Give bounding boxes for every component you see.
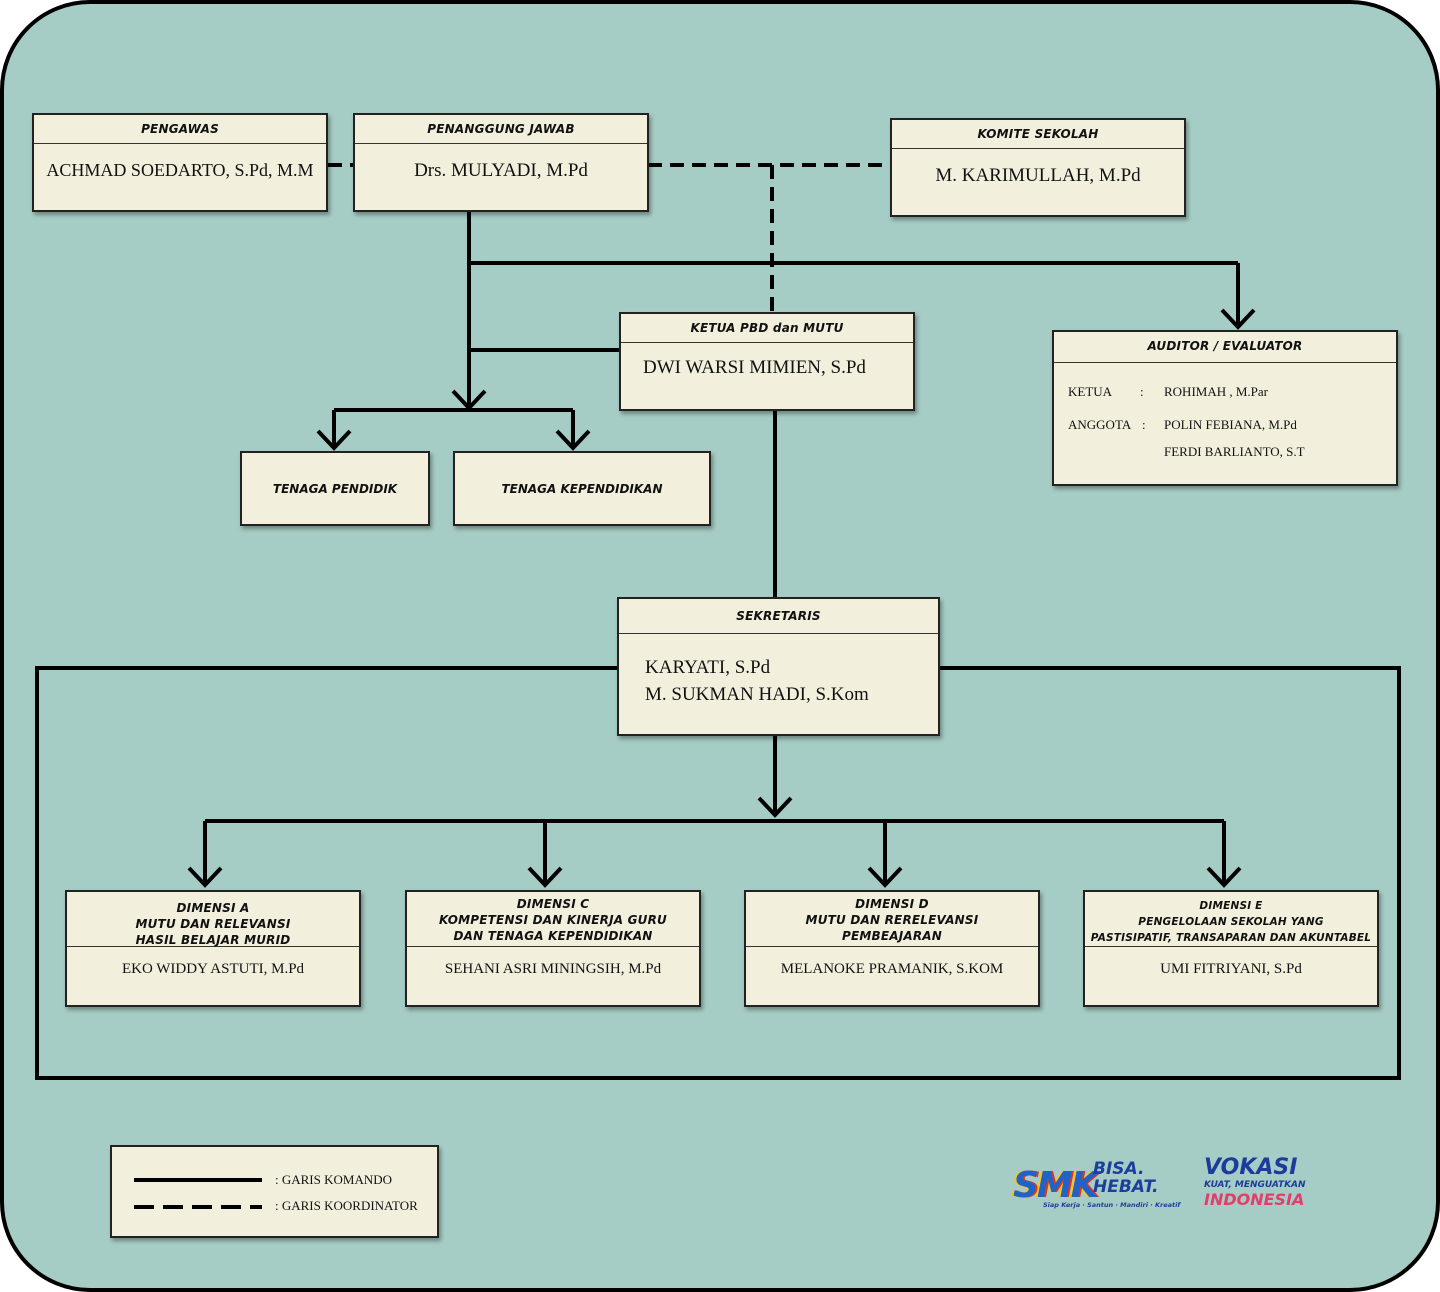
arrow-tenaga-kependidikan bbox=[555, 429, 591, 451]
auditor-ketua-label: KETUA bbox=[1068, 384, 1113, 399]
legend-komando-label: : GARIS KOMANDO bbox=[275, 1172, 393, 1187]
auditor-ketua-colon: : bbox=[1140, 384, 1144, 399]
smk-tagline: Siap Kerja · Santun · Mandiri · Kreatif bbox=[1043, 1201, 1181, 1209]
pengawas-box: PENGAWAS ACHMAD SOEDARTO, S.Pd, M.M bbox=[32, 113, 328, 212]
dimensi-e-line3: PASTISIPATIF, TRANSAPARAN DAN AKUNTABEL bbox=[1090, 932, 1372, 944]
auditor-anggota-label: ANGGOTA bbox=[1068, 417, 1132, 432]
dimensi-e-line2: PENGELOLAAN SEKOLAH YANG bbox=[1138, 916, 1324, 928]
dimensi-e-name: UMI FITRIYANI, S.Pd bbox=[1160, 961, 1302, 977]
penanggung-jawab-box: PENANGGUNG JAWAB Drs. MULYADI, M.Pd bbox=[353, 113, 649, 212]
penanggung-jawab-title: PENANGGUNG JAWAB bbox=[355, 115, 647, 144]
smk-bisa-hebat-logo: SMK BISA. HEBAT. Siap Kerja · Santun · M… bbox=[1013, 1157, 1188, 1219]
dimensi-c-box: DIMENSI C KOMPETENSI DAN KINERJA GURU DA… bbox=[405, 890, 701, 1007]
auditor-anggota-colon: : bbox=[1142, 417, 1146, 432]
dimensi-c-line3: DAN TENAGA KEPENDIDIKAN bbox=[453, 929, 653, 943]
dimensi-e-box: DIMENSI E PENGELOLAAN SEKOLAH YANG PASTI… bbox=[1083, 890, 1379, 1007]
vokasi-logo: VOKASI KUAT, MENGUATKAN INDONESIA bbox=[1190, 1155, 1315, 1220]
sekretaris-title: SEKRETARIS bbox=[619, 599, 938, 634]
dimensi-d-line1: DIMENSI D bbox=[855, 897, 929, 911]
komite-box: KOMITE SEKOLAH M. KARIMULLAH, M.Pd bbox=[890, 118, 1186, 217]
dimensi-a-line2: MUTU DAN RELEVANSI bbox=[135, 917, 291, 931]
legend-line-samples bbox=[134, 1178, 262, 1209]
tenaga-pendidik-label: TENAGA PENDIDIK bbox=[272, 481, 398, 496]
auditor-anggota-2: FERDI BARLIANTO, S.T bbox=[1164, 444, 1305, 459]
dimensi-e-line1: DIMENSI E bbox=[1199, 900, 1263, 912]
hebat-logo-text: HEBAT. bbox=[1093, 1177, 1159, 1197]
bisa-logo-text: BISA. bbox=[1093, 1159, 1145, 1179]
ketua-box: KETUA PBD dan MUTU DWI WARSI MIMIEN, S.P… bbox=[619, 312, 915, 411]
penanggung-jawab-name: Drs. MULYADI, M.Pd bbox=[414, 160, 588, 181]
vokasi-tagline: KUAT, MENGUATKAN bbox=[1204, 1180, 1306, 1190]
dimensi-d-box: DIMENSI D MUTU DAN RERELEVANSI PEMBEAJAR… bbox=[744, 890, 1040, 1007]
ketua-title: KETUA PBD dan MUTU bbox=[621, 314, 913, 343]
dimensi-a-line3: HASIL BELAJAR MURID bbox=[135, 933, 291, 947]
auditor-anggota-1: POLIN FEBIANA, M.Pd bbox=[1164, 417, 1297, 432]
dimensi-d-line3: PEMBEAJARAN bbox=[841, 929, 943, 943]
auditor-ketua-name: ROHIMAH , M.Par bbox=[1164, 384, 1268, 399]
legend-box: : GARIS KOMANDO : GARIS KOORDINATOR bbox=[110, 1145, 439, 1238]
tenaga-kependidikan-label: TENAGA KEPENDIDIKAN bbox=[501, 481, 663, 496]
sekretaris-name-1: KARYATI, S.Pd bbox=[645, 657, 771, 678]
arrow-tenaga-pendidik bbox=[316, 429, 352, 451]
dimensi-a-box: DIMENSI A MUTU DAN RELEVANSI HASIL BELAJ… bbox=[65, 890, 361, 1007]
dimensi-d-name: MELANOKE PRAMANIK, S.KOM bbox=[780, 961, 1004, 977]
dimensi-c-line2: KOMPETENSI DAN KINERJA GURU bbox=[439, 913, 667, 927]
dimensi-c-line1: DIMENSI C bbox=[516, 897, 590, 911]
ketua-name: DWI WARSI MIMIEN, S.Pd bbox=[643, 357, 866, 378]
komite-title: KOMITE SEKOLAH bbox=[892, 120, 1184, 149]
arrow-auditor bbox=[1220, 308, 1256, 330]
indonesia-logo-text: INDONESIA bbox=[1204, 1190, 1305, 1209]
arrow-dimensi-c bbox=[527, 866, 563, 888]
arrow-dimensi-a bbox=[187, 866, 223, 888]
dimensi-a-name: EKO WIDDY ASTUTI, M.Pd bbox=[121, 961, 305, 977]
sekretaris-name-2: M. SUKMAN HADI, S.Kom bbox=[645, 684, 869, 705]
pengawas-title: PENGAWAS bbox=[34, 115, 326, 144]
dimensi-a-line1: DIMENSI A bbox=[176, 901, 250, 915]
auditor-title: AUDITOR / EVALUATOR bbox=[1054, 332, 1396, 363]
tenaga-kependidikan-box: TENAGA KEPENDIDIKAN bbox=[453, 451, 711, 526]
dimensi-c-name: SEHANI ASRI MININGSIH, M.Pd bbox=[444, 961, 662, 977]
arrow-dimensi-d bbox=[867, 866, 903, 888]
tenaga-pendidik-box: TENAGA PENDIDIK bbox=[240, 451, 430, 526]
auditor-box: AUDITOR / EVALUATOR KETUA : ROHIMAH , M.… bbox=[1052, 330, 1398, 486]
dimensi-d-line2: MUTU DAN RERELEVANSI bbox=[805, 913, 979, 927]
vokasi-logo-text: VOKASI bbox=[1204, 1155, 1298, 1180]
arrow-sekretaris bbox=[757, 796, 793, 818]
sekretaris-box: SEKRETARIS KARYATI, S.Pd M. SUKMAN HADI,… bbox=[617, 597, 940, 736]
legend-koordinator-label: : GARIS KOORDINATOR bbox=[275, 1198, 418, 1213]
pengawas-name: ACHMAD SOEDARTO, S.Pd, M.M bbox=[46, 160, 314, 180]
arrow-dimensi-e bbox=[1206, 866, 1242, 888]
smk-logo-text: SMK bbox=[1013, 1165, 1099, 1206]
komite-name: M. KARIMULLAH, M.Pd bbox=[935, 165, 1141, 186]
